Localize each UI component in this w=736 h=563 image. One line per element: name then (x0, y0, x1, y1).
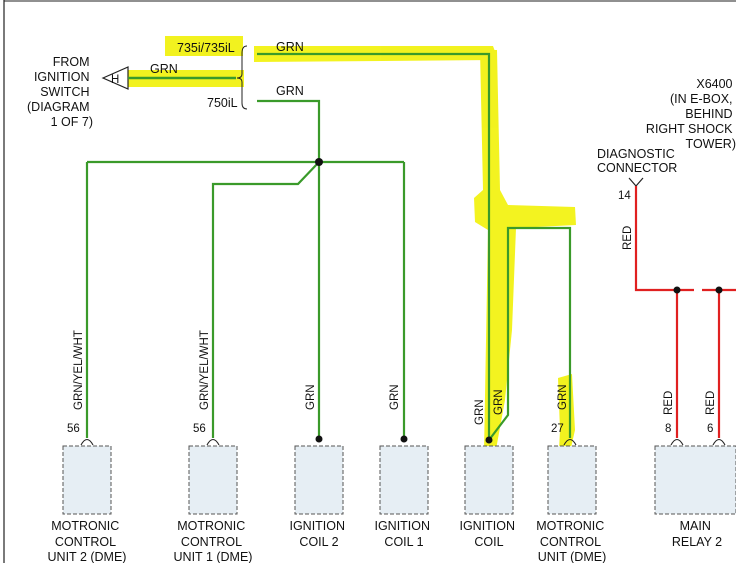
dme1-pin: 56 (193, 423, 206, 435)
source-line-5: 1 OF 7) (51, 115, 93, 129)
source-line-3: SWITCH (40, 85, 89, 99)
dme1-name-line-2: CONTROL (181, 535, 242, 549)
terminal-coil (485, 436, 493, 444)
terminals (80, 438, 726, 446)
ground-line-2: (IN E-BOX, (670, 92, 733, 106)
relay-name: MAIN RELAY 2 (672, 519, 722, 549)
dme-name-line-3: UNIT (DME) (538, 550, 607, 563)
coil2-name-line-2: COIL 2 (299, 535, 338, 549)
wire-diagnostic (634, 186, 736, 292)
box-coil (464, 445, 514, 515)
dme2-name: MOTRONIC CONTROL UNIT 2 (DME) (48, 519, 127, 563)
wire-735i-route (257, 52, 491, 440)
component-boxes (62, 445, 736, 515)
source-label: FROM IGNITION SWITCH (DIAGRAM 1 OF 7) (27, 55, 93, 129)
ground-label: X6400 (IN E-BOX, BEHIND RIGHT SHOCK TOWE… (646, 77, 736, 151)
ground-line-5: TOWER) (686, 137, 736, 151)
connector-letter: H (111, 74, 119, 86)
splice-dot (315, 158, 323, 166)
coil-name: IGNITION COIL (459, 519, 518, 549)
coil-wire-color-2: GRN (493, 389, 505, 415)
relay-pin-6: 6 (707, 423, 713, 435)
coil2-name-line-1: IGNITION (289, 519, 345, 533)
dme1-name-line-3: UNIT 1 (DME) (174, 550, 253, 563)
box-coil1 (379, 445, 429, 515)
terminal-coil2 (315, 435, 323, 443)
highlight-vertical-wire (474, 50, 576, 455)
box-dme1 (188, 445, 238, 515)
ground-line-4: RIGHT SHOCK (646, 122, 733, 136)
ground-line-1: X6400 (696, 77, 732, 91)
wire-750il-route (257, 99, 321, 162)
coil-name-line-1: IGNITION (459, 519, 515, 533)
wire-dme1 (211, 161, 320, 438)
dme-name-line-2: CONTROL (540, 535, 601, 549)
coil1-name: IGNITION COIL 1 (374, 519, 433, 549)
box-coil2 (294, 445, 344, 515)
coil2-name: IGNITION COIL 2 (289, 519, 348, 549)
source-line-2: IGNITION (34, 70, 90, 84)
box-relay (654, 445, 736, 515)
dme1-name-line-1: MOTRONIC (177, 519, 245, 533)
wire-coil-to-dme (488, 226, 572, 441)
coil2-wire-color: GRN (305, 384, 317, 410)
dme1-name: MOTRONIC CONTROL UNIT 1 (DME) (174, 519, 253, 563)
coil-wire-color-1: GRN (474, 399, 486, 425)
coil-name-line-2: COIL (474, 535, 503, 549)
diagnostic-label: DIAGNOSTIC CONNECTOR (597, 147, 678, 175)
dme2-name-line-3: UNIT 2 (DME) (48, 550, 127, 563)
box-dme2 (62, 445, 112, 515)
relay-wire-color-8: RED (663, 391, 675, 415)
terminal-dme (563, 438, 577, 446)
diagnostic-line-2: CONNECTOR (597, 161, 677, 175)
coil1-wire-color: GRN (389, 384, 401, 410)
variant-top-wire-color: GRN (276, 40, 304, 54)
dme1-wire-color: GRN/YEL/WHT (199, 330, 211, 410)
dme-name: MOTRONIC CONTROL UNIT (DME) (536, 519, 608, 563)
variant-bracket (236, 45, 248, 110)
green-wires (85, 52, 572, 441)
dme2-wire-color: GRN/YEL/WHT (73, 330, 85, 410)
ground-line-3: BEHIND (685, 107, 732, 121)
dme-wire-color: GRN (557, 384, 569, 410)
coil1-name-line-2: COIL 1 (384, 535, 423, 549)
red-wires (634, 186, 736, 438)
coil1-name-line-1: IGNITION (374, 519, 430, 533)
diagnostic-line-1: DIAGNOSTIC (597, 147, 675, 161)
relay-pin-8: 8 (665, 423, 671, 435)
source-wire-color: GRN (150, 62, 178, 76)
splice-dot-red-2 (715, 286, 723, 294)
variant-bottom-wire-color: GRN (276, 84, 304, 98)
terminal-coil1 (400, 435, 408, 443)
source-line-4: (DIAGRAM (27, 100, 90, 114)
splice-dot-red-1 (673, 286, 681, 294)
relay-name-line-1: MAIN (680, 519, 711, 533)
dme-name-line-1: MOTRONIC (536, 519, 604, 533)
diagnostic-connector-icon (628, 177, 644, 187)
variant-top-label: 735i/735iL (177, 41, 235, 55)
relay-name-line-2: RELAY 2 (672, 535, 722, 549)
dme2-pin: 56 (67, 423, 80, 435)
source-line-1: FROM (53, 55, 90, 69)
terminal-dme2 (80, 438, 94, 446)
diagnostic-pin: 14 (618, 190, 631, 202)
terminal-relay-6 (712, 438, 726, 446)
diagnostic-wire-color: RED (622, 226, 634, 250)
variant-bottom-label: 750iL (207, 96, 238, 110)
dme2-name-line-2: CONTROL (55, 535, 116, 549)
relay-wire-color-6: RED (705, 391, 717, 415)
box-dme (547, 445, 597, 515)
dme2-name-line-1: MOTRONIC (51, 519, 119, 533)
highlight-variant-label (165, 36, 243, 56)
terminal-relay-8 (670, 438, 684, 446)
dme-pin: 27 (551, 423, 564, 435)
terminal-dme1 (206, 438, 220, 446)
